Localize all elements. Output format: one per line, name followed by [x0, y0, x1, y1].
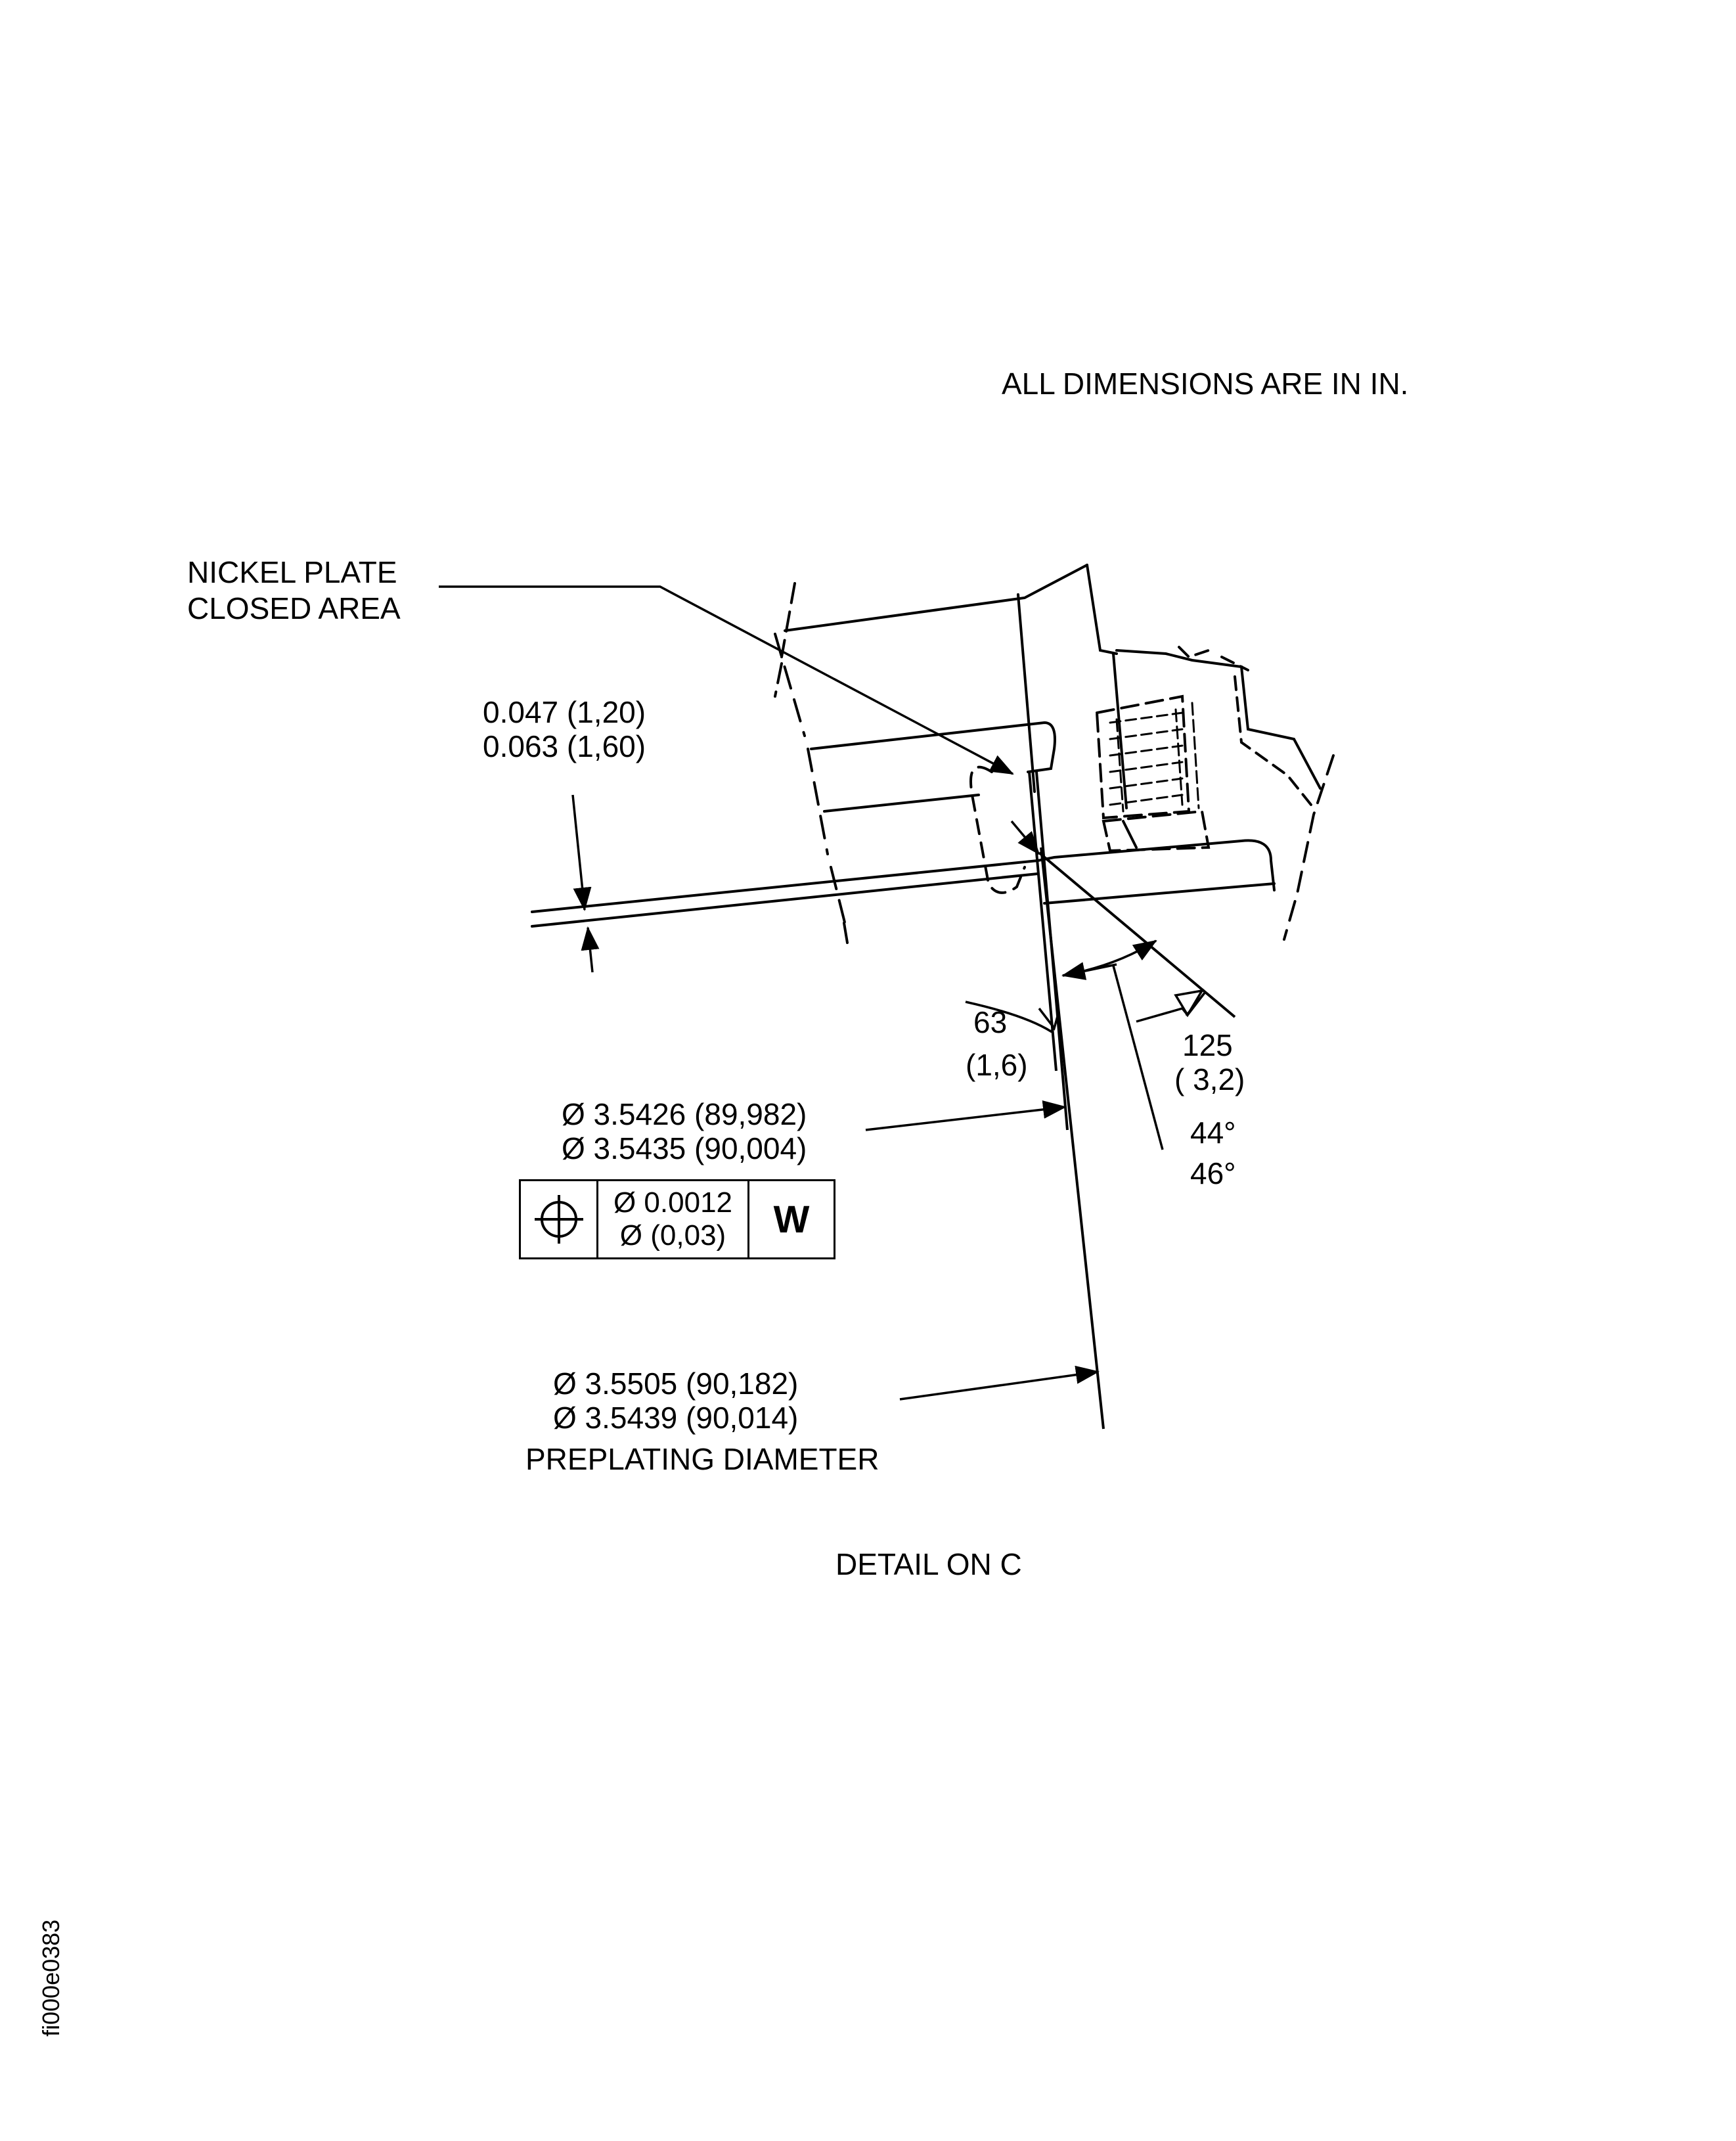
base-line-bottom: [531, 872, 1039, 928]
base-line-top: [531, 839, 1276, 913]
roughness-125-value: 125: [1182, 1028, 1233, 1062]
fcf-datum: W: [773, 1198, 810, 1241]
roughness-125-symbol: [1136, 991, 1207, 1023]
preplating-diameter-lower: Ø 3.5439 (90,014): [553, 1401, 799, 1435]
finished-diameter-upper: Ø 3.5426 (89,982): [562, 1097, 807, 1131]
roughness-63-value: 63: [973, 1005, 1008, 1039]
thickness-upper: 0.047 (1,20): [483, 695, 646, 729]
centerline-taper: [1028, 771, 1236, 1430]
roughness-63-metric: (1,6): [966, 1048, 1028, 1082]
hidden-edge-1: [774, 633, 849, 934]
finished-diameter-lower: Ø 3.5435 (90,004): [562, 1131, 807, 1165]
figure-id: fi000e0383: [37, 1919, 64, 2037]
thickness-lower: 0.063 (1,60): [483, 729, 646, 763]
angle-arc-start: [1061, 962, 1117, 980]
part-outline: [531, 564, 1335, 944]
base-break-left: [843, 922, 849, 944]
angle-leader: [1112, 965, 1164, 1150]
pocket-arrow: [1010, 820, 1040, 855]
taper-line-c: [1040, 847, 1105, 1430]
feature-control-frame: Ø 0.0012 Ø (0,03) W: [519, 1179, 835, 1259]
nickel-leader: [439, 585, 1014, 775]
roughness-125-metric: ( 3,2): [1174, 1062, 1245, 1096]
part-top-edge: [784, 564, 1088, 632]
preplating-diameter-label: PREPLATING DIAMETER: [525, 1442, 879, 1476]
right-phantom-2: [1283, 754, 1335, 941]
angle-arc: [1062, 939, 1157, 977]
part-top-shoulder: [1086, 564, 1118, 655]
fcf-tolerance-mm: Ø (0,03): [619, 1219, 726, 1251]
preplating-diameter-upper: Ø 3.5505 (90,182): [553, 1366, 799, 1401]
view-title: DETAIL ON C: [835, 1547, 1022, 1581]
fcf-symbol-cell: [521, 1181, 598, 1257]
dimension-lines: [439, 585, 1207, 1401]
position-icon: [534, 1195, 583, 1244]
right-break: [1178, 646, 1249, 671]
spring-pocket-lower: [1102, 809, 1211, 853]
angle-upper: 44°: [1190, 1116, 1236, 1150]
fcf-tolerance-cell: Ø 0.0012 Ø (0,03): [598, 1181, 749, 1257]
band-line-1: [810, 721, 1056, 773]
nickel-pocket: [969, 765, 1026, 894]
fcf-tolerance-in: Ø 0.0012: [613, 1186, 733, 1219]
spring-sides: [1115, 702, 1200, 813]
units-note: ALL DIMENSIONS ARE IN IN.: [1002, 367, 1409, 401]
fcf-datum-cell: W: [749, 1181, 834, 1257]
roughness-63-symbol: [965, 1001, 1060, 1033]
nickel-plate-label-1: NICKEL PLATE: [187, 555, 397, 589]
break-line-left: [774, 582, 796, 698]
roughness-125-tri: [1174, 989, 1205, 1018]
right-phantom-1: [1234, 675, 1315, 809]
thickness-arrow-bottom: [581, 926, 600, 973]
angle-lower: 46°: [1190, 1156, 1236, 1190]
preplating-diameter-leader: [899, 1365, 1100, 1401]
right-body: [1112, 652, 1138, 849]
nickel-plate-label-2: CLOSED AREA: [187, 591, 401, 625]
part-inner-edge: [1017, 593, 1036, 793]
finished-diameter-leader: [865, 1100, 1067, 1131]
thickness-arrow-top: [571, 794, 592, 911]
spring-coils: [1109, 711, 1184, 806]
lower-surface: [1043, 882, 1276, 905]
band-line-2: [823, 794, 980, 813]
taper-line-a: [1028, 771, 1057, 1071]
